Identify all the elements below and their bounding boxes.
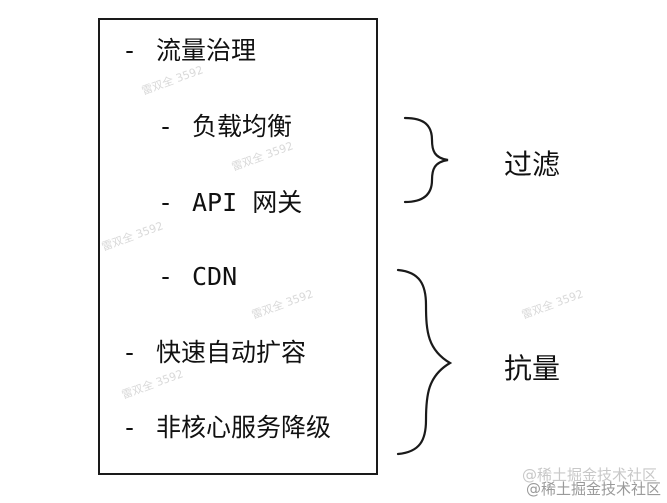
list-item-degradation: -非核心服务降级 <box>122 413 331 443</box>
list-item-api-gateway: -API 网关 <box>158 188 302 218</box>
bullet-dash: - <box>158 262 174 291</box>
item-label: 快速自动扩容 <box>156 338 307 367</box>
item-label: CDN <box>192 262 238 291</box>
list-item-cdn: -CDN <box>158 262 237 292</box>
bullet-dash: - <box>122 413 138 442</box>
footer-watermark-shadow: @稀土掘金技术社区 <box>521 466 657 484</box>
brace-label-filter: 过滤 <box>504 148 561 181</box>
item-label: 负载均衡 <box>192 112 293 141</box>
brace-filter <box>403 116 449 204</box>
bullet-dash: - <box>122 338 138 367</box>
item-label: 非核心服务降级 <box>156 413 332 442</box>
brace-label-resist: 抗量 <box>504 352 561 385</box>
outline-box <box>98 18 378 475</box>
list-item-load-balancing: -负载均衡 <box>158 112 292 142</box>
bullet-dash: - <box>158 112 174 141</box>
brace-resist <box>396 268 453 456</box>
list-item-traffic-governance: -流量治理 <box>122 36 256 66</box>
bullet-dash: - <box>158 188 174 217</box>
bullet-dash: - <box>122 36 138 65</box>
item-label: 流量治理 <box>156 36 257 65</box>
item-label: API 网关 <box>192 188 303 217</box>
list-item-auto-scaling: -快速自动扩容 <box>122 338 306 368</box>
footer-watermark: @稀土掘金技术社区 <box>525 480 661 498</box>
